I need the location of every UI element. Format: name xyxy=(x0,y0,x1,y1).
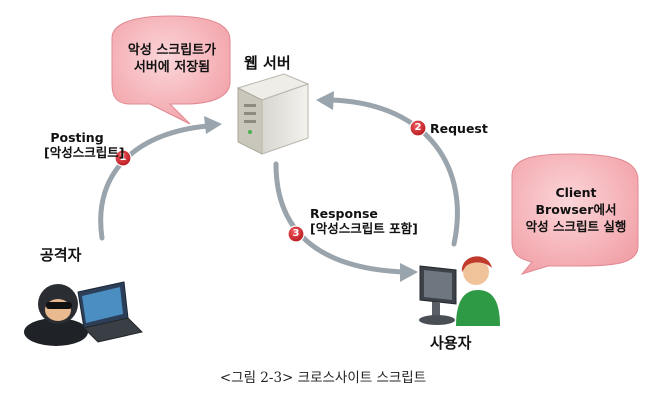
posting-arrow xyxy=(98,116,222,241)
attacker-title: 공격자 xyxy=(40,246,82,264)
server-note-bubble xyxy=(111,15,231,125)
web-server-title: 웹 서버 xyxy=(244,54,291,72)
step-number-2: 2 xyxy=(414,122,422,133)
server-note-line-1: 악성 스크립트가 xyxy=(127,43,217,58)
step-number-3: 3 xyxy=(292,228,300,239)
web-server-icon xyxy=(236,73,310,155)
client-note-text: Client Browser에서 악성 스크립트 실행 xyxy=(514,184,638,235)
attacker-icon xyxy=(24,281,143,346)
client-note-line-2: Browser에서 xyxy=(535,202,617,217)
step-3-label-line-1: Response xyxy=(310,206,378,221)
request-arrow xyxy=(316,91,460,247)
server-note-line-2: 서버에 저장됨 xyxy=(133,60,211,75)
server-note-text: 악성 스크립트가 서버에 저장됨 xyxy=(114,42,230,76)
step-number-1: 1 xyxy=(119,152,127,163)
user-icon xyxy=(419,256,500,326)
step-badge-2 xyxy=(409,119,427,137)
client-note-line-3: 악성 스크립트 실행 xyxy=(525,219,627,234)
step-1-label: Posting [악성스크립트] xyxy=(44,130,125,160)
step-badge-3 xyxy=(287,225,305,243)
response-arrow xyxy=(273,161,418,282)
client-note-bubble xyxy=(511,153,639,275)
step-1-label-line-2: [악성스크립트] xyxy=(44,145,125,160)
step-3-label-line-2: [악성스크립트 포함] xyxy=(310,221,418,236)
step-3-label: Response [악성스크립트 포함] xyxy=(310,206,418,236)
step-1-label-line-1: Posting xyxy=(50,130,104,145)
step-badge-1 xyxy=(114,149,132,167)
step-2-label: Request xyxy=(430,121,488,136)
user-title: 사용자 xyxy=(430,334,472,352)
figure-caption: <그림 2-3> 크로스사이트 스크립트 xyxy=(219,370,427,386)
client-note-line-1: Client xyxy=(555,185,597,200)
